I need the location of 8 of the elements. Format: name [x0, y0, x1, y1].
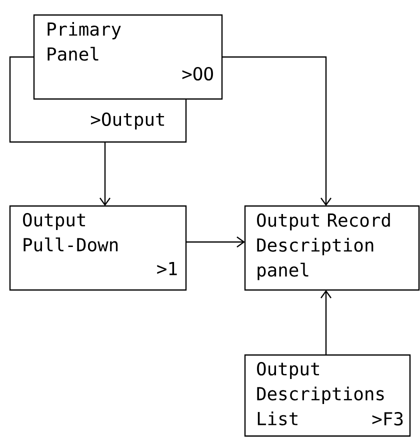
arrow — [100, 142, 110, 206]
panel-box: Primary Panel >OO — [33, 14, 223, 100]
arrow — [222, 56, 332, 206]
panel-box: Output Pull-Down >1 — [9, 205, 187, 291]
arrow — [320, 290, 332, 355]
panel-box: Output Record Description panel — [244, 205, 420, 291]
arrow — [186, 236, 245, 248]
panel-box: Output Descriptions List >F3 — [244, 354, 411, 437]
